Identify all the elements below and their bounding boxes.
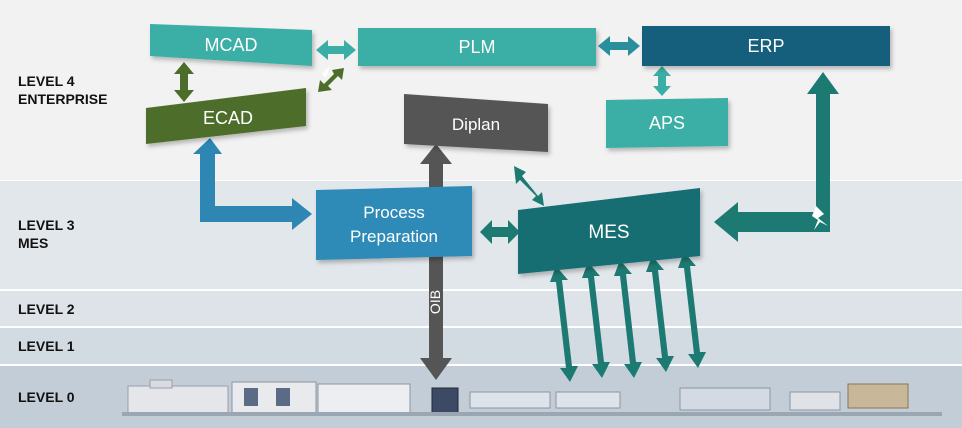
diplan-box[interactable]: Diplan <box>404 94 548 152</box>
mcad-box[interactable]: MCAD <box>150 24 312 66</box>
level-3-label: LEVEL 3 MES <box>18 216 75 252</box>
plm-label: PLM <box>458 37 495 57</box>
ecad-label: ECAD <box>203 108 253 128</box>
mcad-label: MCAD <box>205 35 258 55</box>
plm-box[interactable]: PLM <box>358 28 596 66</box>
mes-shopfloor-arrow-5 <box>678 252 706 368</box>
aps-box[interactable]: APS <box>606 98 728 148</box>
mes-shopfloor-arrow-2 <box>582 262 610 378</box>
plm-ecad-arrow <box>318 66 344 92</box>
erp-box[interactable]: ERP <box>642 26 890 66</box>
level-4-subtitle: ENTERPRISE <box>18 91 108 107</box>
plm-erp-arrow <box>598 36 640 56</box>
band-level-2 <box>0 291 962 326</box>
level-3-title: LEVEL 3 <box>18 217 75 233</box>
mes-box[interactable]: MES <box>518 188 700 274</box>
mes-shopfloor-arrow-3 <box>614 260 642 378</box>
mcad-ecad-arrow <box>174 62 194 102</box>
process-mes-arrow <box>480 220 520 244</box>
mes-shopfloor-arrow-1 <box>550 266 578 382</box>
level-1-label: LEVEL 1 <box>18 337 75 355</box>
mcad-plm-arrow <box>316 40 356 60</box>
mes-label: MES <box>588 222 629 243</box>
level-4-label: LEVEL 4 ENTERPRISE <box>18 72 107 108</box>
aps-label: APS <box>649 113 685 133</box>
erp-label: ERP <box>747 36 784 56</box>
level-3-subtitle: MES <box>18 235 49 251</box>
ecad-box[interactable]: ECAD <box>146 88 306 144</box>
oib-label: OIB <box>427 290 443 314</box>
oib-arrow <box>420 144 452 380</box>
erp-mes-arrow <box>714 72 839 242</box>
level-2-title: LEVEL 2 <box>18 301 75 317</box>
process-preparation-box[interactable]: Process Preparation <box>316 186 472 260</box>
band-level-1 <box>0 328 962 364</box>
diplan-mes-arrow <box>514 166 544 206</box>
process-label-line1: Process <box>363 203 424 222</box>
level-0-label: LEVEL 0 <box>18 388 75 406</box>
shop-floor-equipment-image <box>122 379 942 416</box>
level-1-title: LEVEL 1 <box>18 338 75 354</box>
mes-shopfloor-arrows <box>550 252 706 382</box>
level-4-title: LEVEL 4 <box>18 73 75 89</box>
ecad-process-arrow <box>193 138 312 230</box>
level-2-label: LEVEL 2 <box>18 300 75 318</box>
level-0-title: LEVEL 0 <box>18 389 75 405</box>
diplan-label: Diplan <box>452 115 500 134</box>
mes-shopfloor-arrow-4 <box>646 256 674 372</box>
erp-aps-arrow <box>653 66 671 96</box>
band-level-3 <box>0 181 962 289</box>
process-label-line2: Preparation <box>350 227 438 246</box>
